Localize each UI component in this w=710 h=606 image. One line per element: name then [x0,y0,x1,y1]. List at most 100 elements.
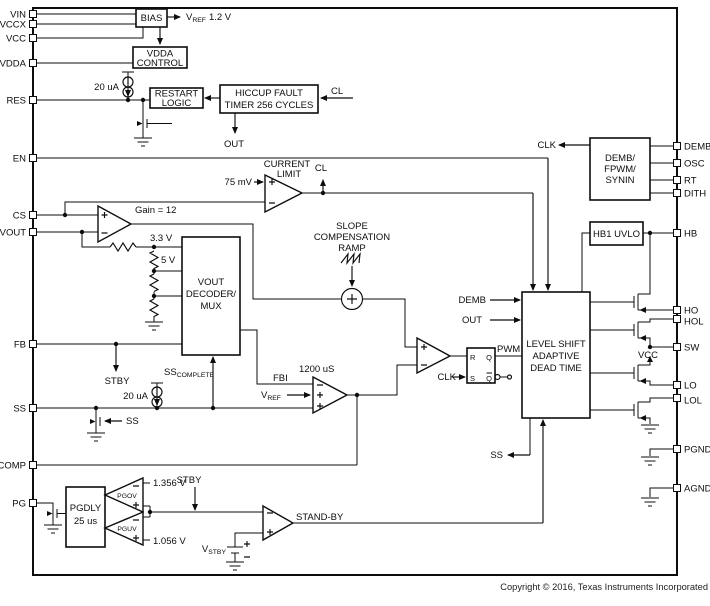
pin-vccx: VCCX [0,20,37,31]
pin-ss-label: SS [13,404,26,415]
cl-flag-label: CL [315,163,327,174]
latch-qbar-label: Q [486,374,492,383]
latch-q-label: Q [486,353,492,362]
pwm-comparator [417,338,450,373]
level-shift-block: LEVEL SHIFT ADAPTIVE DEAD TIME [522,292,590,418]
vdda-control-line2: CONTROL [137,58,183,69]
pin-vcc-label: VCC [6,34,26,45]
pin-pg-label: PG [12,499,26,510]
vout-decoder-line1: VOUT [198,277,225,288]
pin-pgnd-label: PGND [684,445,710,456]
standby-comparator [263,506,293,540]
v33-label: 3.3 V [150,233,173,244]
bias-block: BIAS [136,9,167,27]
vout-decoder-line3: MUX [200,301,222,312]
bias-label: BIAS [141,13,163,24]
vstby-label: VSTBY [202,544,227,556]
vdda-control-block: VDDA CONTROL [133,47,187,69]
hb1-uvlo-block: HB1 UVLO [590,222,643,245]
summing-junction [342,289,363,310]
level-shift-line1: LEVEL SHIFT [526,339,586,350]
vcc-node-label: VCC [638,350,658,361]
pin-demb-label: DEMB [684,142,710,153]
slope-line2: COMPENSATION [314,232,390,243]
pwm-label: PWM [497,344,520,355]
pin-en-label: EN [13,154,26,165]
pin-vout: VOUT [0,228,37,239]
pguv-comparator: PGUV [105,512,143,545]
pin-res-label: RES [6,96,26,107]
hiccup-line2: TIMER 256 CYCLES [225,100,314,111]
restart-logic-block: RESTART LOGIC [150,88,203,109]
ss-complete-label: SSCOMPLETE [164,367,215,379]
ss-gate-label: SS [126,416,139,427]
vout-decoder-line2: DECODER/ [186,289,237,300]
stby-fb-label: STBY [105,376,130,387]
pgov-label: PGOV [117,493,137,500]
slope-line3: RAMP [338,243,365,254]
right-pins: DEMB OSC RT DITH HB HO HOL SW LO LOL PGN… [674,142,710,495]
current-limit-comparator [265,175,302,212]
level-shift-line3: DEAD TIME [530,363,582,374]
pgdly-block: PGDLY 25 us [66,487,105,547]
pin-rt-label: RT [684,176,697,187]
restart-line2: LOGIC [162,98,192,109]
pin-hb-label: HB [684,229,697,240]
clk-top-label: CLK [538,140,557,151]
vref-amp-label: VREF [261,390,281,402]
hiccup-out-label: OUT [224,139,244,150]
stby-pg-label: STBY [177,475,202,486]
demb-in-label: DEMB [459,295,486,306]
latch-s-label: S [470,374,475,383]
slope-ramp-symbol [341,254,360,263]
vout-decoder-block: VOUT DECODER/ MUX [182,237,240,355]
hiccup-line1: HICCUP FAULT [235,88,303,99]
gm-value-label: 1200 uS [299,364,334,375]
res-current-label: 20 uA [94,82,119,93]
ss-current-label: 20 uA [123,391,148,402]
demb-block-line2: FPWM/ [604,164,636,175]
hiccup-cl-label: CL [331,86,343,97]
pin-fb-label: FB [14,340,26,351]
cl-threshold-label: 75 mV [225,177,253,188]
pin-comp-label: COMP [0,461,26,472]
copyright-text: Copyright © 2016, Texas Instruments Inco… [500,582,708,592]
pin-osc-label: OSC [684,159,705,170]
pguv-threshold-label: 1.056 V [153,536,186,547]
error-amplifier [313,377,347,413]
pin-demb: DEMB [674,142,710,153]
standby-label: STAND-BY [296,512,344,523]
pin-osc: OSC [674,159,705,170]
pguv-label: PGUV [117,526,137,533]
level-shift-line2: ADAPTIVE [533,351,580,362]
pgov-comparator: PGOV [105,478,143,512]
left-pins: VIN VCCX VCC VDDA RES EN CS VOUT FB SS C… [0,10,37,510]
pin-sw-label: SW [684,343,699,354]
pin-vdda: VDDA [0,59,37,70]
pin-comp: COMP [0,461,37,472]
fbi-label: FBI [273,373,288,384]
signal-wires [37,14,673,562]
demb-block-line3: SYNIN [605,175,634,186]
pin-lol-label: LOL [684,396,702,407]
pin-vdda-label: VDDA [0,59,27,70]
vstby-battery [227,541,250,557]
pin-hol-label: HOL [684,317,704,328]
demb-block-line1: DEMB/ [605,153,635,164]
out-in-label: OUT [462,315,482,326]
feedback-resistor-divider [110,243,158,317]
v5-label: 5 V [161,255,176,266]
gain-label: Gain = 12 [135,205,176,216]
pin-vccx-label: VCCX [0,20,27,31]
pin-agnd: AGND [674,484,710,495]
pin-vout-label: VOUT [0,228,26,239]
hb1-uvlo-label: HB1 UVLO [593,229,640,240]
pgdly-line1: PGDLY [70,503,102,514]
pgdly-line2: 25 us [74,516,97,527]
pin-agnd-label: AGND [684,484,710,495]
latch-r-label: R [470,353,476,362]
gain-amplifier [98,206,131,242]
